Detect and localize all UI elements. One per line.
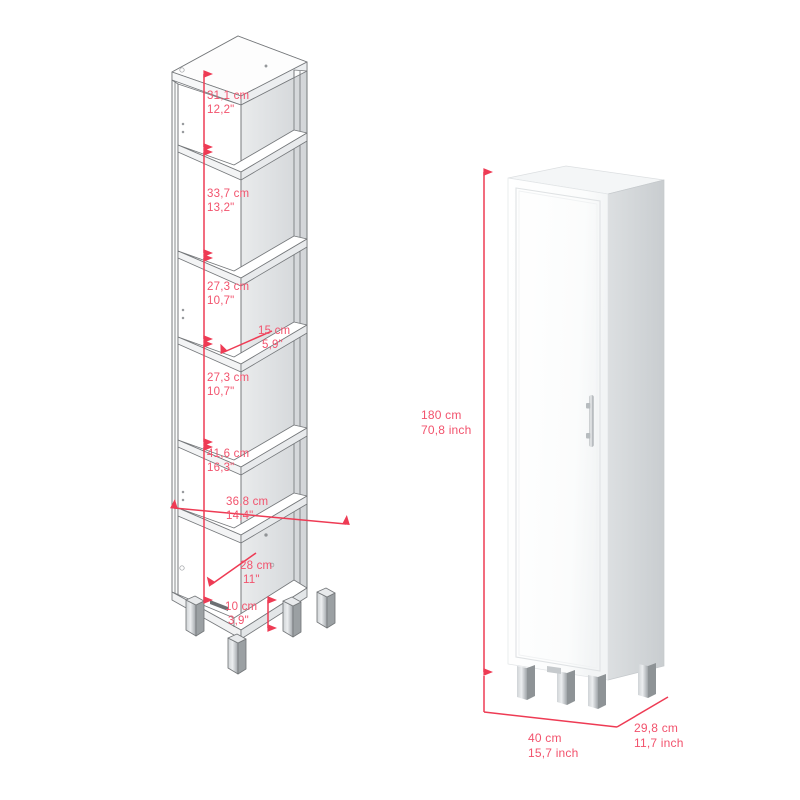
right-cabinet-legs	[517, 663, 656, 709]
left-dimension-lines	[170, 70, 350, 632]
door-handle[interactable]	[586, 395, 594, 447]
right-dimension-lines	[483, 168, 669, 728]
left-cabinet-legs	[185, 587, 336, 675]
shelf-peg-holes	[179, 64, 275, 571]
right-cabinet-body	[507, 165, 665, 709]
base-detail	[210, 600, 228, 611]
